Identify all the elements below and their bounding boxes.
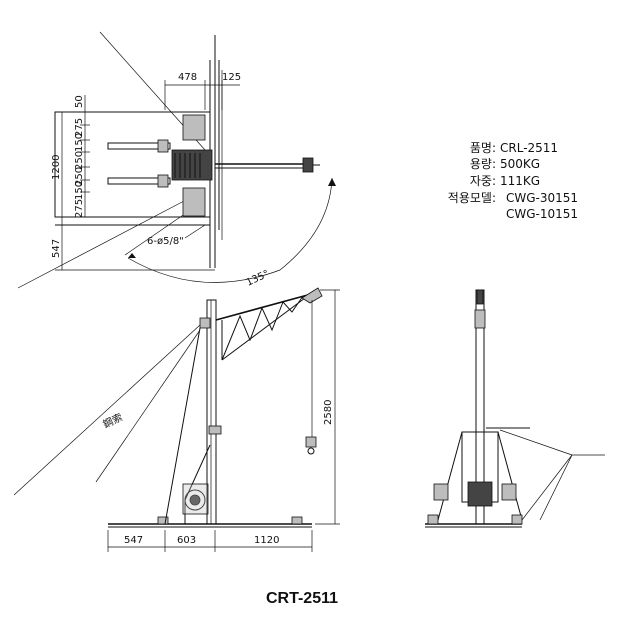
- dim-125: 125: [222, 72, 241, 83]
- spec-label-name: 품명:: [470, 141, 496, 155]
- mast-collar: [199, 317, 211, 329]
- spec-value-capacity: 500KG: [500, 157, 540, 171]
- arc-arrow-right: [328, 178, 336, 186]
- bolt-leader: [184, 224, 206, 239]
- hook-block: [302, 157, 314, 173]
- rope-label: 鋼索: [101, 410, 125, 430]
- front-pulley: [474, 309, 486, 329]
- front-guy-lower: [521, 454, 573, 521]
- side-view: 鋼索 2580 547 603 1120: [13, 287, 340, 552]
- dim-1200: 1200: [51, 155, 62, 180]
- arm-clamp: [157, 139, 169, 153]
- boom-truss-web: [221, 295, 304, 361]
- guy-rope-inner: [95, 329, 201, 483]
- dim-50: 50: [74, 95, 85, 108]
- winch-drum: [171, 149, 213, 181]
- hook: [305, 436, 317, 448]
- spec-block: 품명: CRL-2511 용량: 500KG 자중: 111KG 적용모델: C…: [448, 141, 578, 221]
- boom-top-chord: [215, 292, 316, 321]
- dim-base-mid: 603: [177, 535, 196, 546]
- base-pad: [157, 516, 169, 525]
- arm-clamp: [157, 174, 169, 188]
- hook-eye: [307, 447, 315, 455]
- boom-tip: [301, 287, 323, 304]
- dim-250b: 250: [74, 167, 85, 186]
- motor-housing: [182, 114, 206, 141]
- dim-base-right: 1120: [254, 535, 279, 546]
- support-strut: [164, 327, 201, 525]
- front-mast-top: [476, 289, 484, 305]
- boom-arm-lower: [107, 177, 171, 185]
- front-motor: [433, 483, 449, 501]
- spec-label-models: 적용모델:: [448, 191, 496, 205]
- model-title: CRT-2511: [266, 590, 338, 607]
- side-mast: [206, 299, 217, 525]
- spec-label-weight: 자중:: [470, 174, 496, 188]
- guy-rope-outer: [13, 324, 201, 496]
- front-leg-left: [437, 431, 463, 521]
- dim-height: 2580: [323, 400, 334, 425]
- front-view: [425, 289, 605, 528]
- dim-base-left: 547: [124, 535, 143, 546]
- dim-275b: 275: [74, 199, 85, 218]
- rotation-arc: [127, 177, 333, 283]
- winch-motor: [184, 489, 206, 511]
- front-guy-lower-2: [539, 454, 573, 521]
- front-winch-drum: [467, 481, 493, 507]
- mast-clamp: [208, 425, 222, 435]
- bolt-spec: 6-ø5/8": [147, 236, 184, 247]
- spec-value-weight: 111KG: [500, 174, 540, 188]
- arc-arrow-left: [128, 253, 136, 258]
- boom-arm-upper: [107, 142, 171, 150]
- dim-150a: 150: [74, 133, 85, 152]
- motor-base: [182, 187, 206, 217]
- winch-frame: [182, 483, 209, 515]
- base-pad: [291, 516, 303, 525]
- front-pad: [511, 514, 523, 525]
- angle-135: 135°: [245, 269, 271, 289]
- front-leg-right: [497, 431, 523, 521]
- winch-hub: [189, 494, 201, 506]
- dim-478: 478: [178, 72, 197, 83]
- dim-150b: 150: [74, 181, 85, 200]
- front-pad: [427, 514, 439, 525]
- spec-label-capacity: 용량:: [470, 157, 496, 171]
- spec-value-model-1: CWG-30151: [506, 191, 578, 205]
- guy-line-bottom: [17, 189, 206, 289]
- dim-547: 547: [51, 239, 62, 258]
- boom-bottom-chord: [221, 297, 306, 361]
- spec-value-name: CRL-2511: [500, 141, 558, 155]
- top-view: 478 125 50 275 150 250 250 150 275 1200 …: [17, 31, 336, 289]
- front-gearbox: [501, 483, 517, 501]
- spec-value-model-2: CWG-10151: [506, 207, 578, 221]
- brace: [184, 444, 211, 501]
- dim-275a: 275: [74, 118, 85, 137]
- dim-250a: 250: [74, 151, 85, 170]
- front-guy-upper: [499, 429, 573, 456]
